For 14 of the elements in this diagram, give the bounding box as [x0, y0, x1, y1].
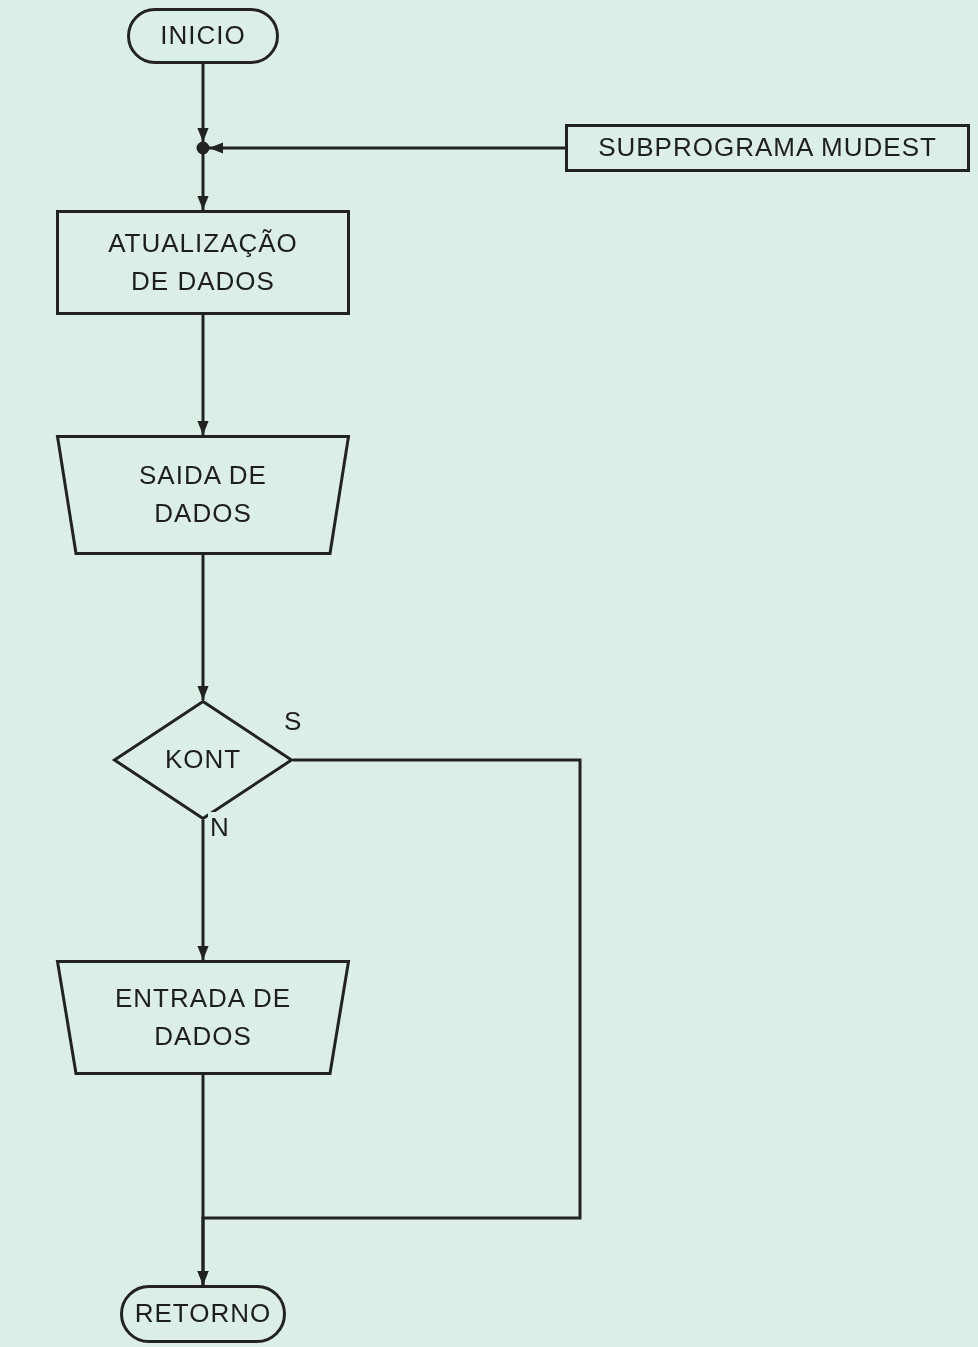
output-trapezoid: SAIDA DE DADOS	[56, 435, 350, 555]
arrow	[197, 315, 209, 435]
arrow	[197, 555, 209, 700]
process-box: ATUALIZAÇÃO DE DADOS	[56, 210, 350, 315]
subprogram-box: SUBPROGRAMA MUDEST	[565, 124, 970, 172]
end-terminal: RETORNO	[120, 1285, 286, 1343]
start-terminal: INICIO	[127, 8, 279, 64]
arrow	[197, 154, 209, 210]
arrow	[197, 1075, 209, 1285]
arrow	[197, 64, 209, 142]
junction-dot	[197, 142, 209, 154]
arrow	[209, 142, 565, 154]
arrow	[197, 820, 209, 960]
input-trapezoid: ENTRADA DE DADOS	[56, 960, 350, 1075]
